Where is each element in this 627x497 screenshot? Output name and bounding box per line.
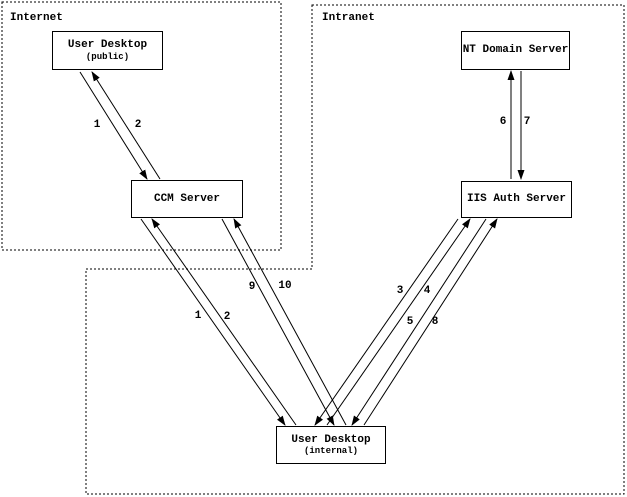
node-title: User Desktop	[291, 433, 371, 446]
node-subtitle: (public)	[85, 51, 130, 62]
arrow-ccm_server-to-user_desktop_internal	[140, 218, 286, 426]
intranet-zone-label: Intranet	[322, 12, 375, 24]
node-nt-domain-server: NT Domain Server	[461, 31, 570, 70]
arrow-ccm_server-to-user_desktop_internal	[221, 218, 335, 426]
arrow-user_desktop_internal-to-iis_auth_server	[363, 218, 498, 426]
arrow-label-1: 1	[93, 119, 101, 131]
arrow-label-4: 4	[423, 285, 431, 297]
arrow-label-3: 3	[396, 285, 404, 297]
node-title: User Desktop	[67, 39, 148, 51]
node-title: IIS Auth Server	[466, 193, 567, 206]
arrow-label-10: 10	[278, 280, 292, 292]
node-title: NT Domain Server	[462, 44, 569, 57]
arrow-user_desktop_internal-to-iis_auth_server	[326, 218, 471, 426]
arrows-layer	[79, 70, 525, 426]
node-ccm-server: CCM Server	[131, 180, 243, 218]
arrow-user_desktop_internal-to-ccm_server	[151, 218, 297, 426]
arrow-ccm_server-to-user_desktop_public	[91, 71, 161, 180]
arrow-label-5: 5	[406, 316, 414, 328]
internet-zone-label: Internet	[10, 12, 63, 24]
arrow-user_desktop_internal-to-ccm_server	[233, 218, 347, 426]
arrow-label-8: 8	[431, 316, 439, 328]
internet-zone-border	[1, 1, 282, 251]
arrow-label-1: 1	[194, 310, 202, 322]
node-title: CCM Server	[153, 192, 220, 205]
node-user-desktop-internal: User Desktop (internal)	[276, 426, 386, 464]
arrow-label-9: 9	[248, 281, 256, 293]
arrow-iis_auth_server-to-user_desktop_internal	[314, 218, 459, 426]
arrow-label-2: 2	[134, 119, 142, 131]
node-subtitle: (internal)	[303, 446, 358, 457]
intranet-zone-border	[85, 4, 625, 495]
arrow-label-2: 2	[223, 311, 231, 323]
arrow-iis_auth_server-to-user_desktop_internal	[351, 218, 487, 426]
arrow-user_desktop_public-to-ccm_server	[79, 71, 148, 180]
arrow-label-6: 6	[499, 116, 507, 128]
node-iis-auth-server: IIS Auth Server	[461, 181, 572, 218]
node-user-desktop-public: User Desktop (public)	[52, 31, 163, 70]
arrow-label-7: 7	[523, 116, 531, 128]
